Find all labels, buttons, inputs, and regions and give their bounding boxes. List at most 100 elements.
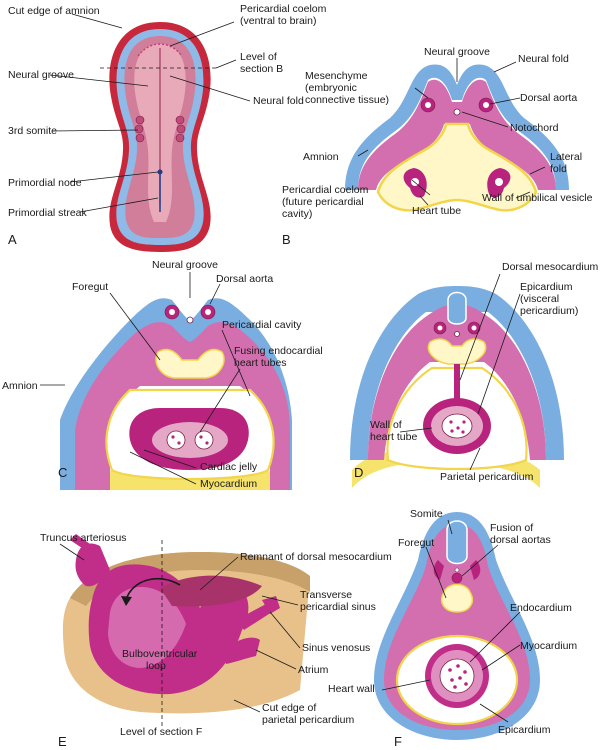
panel-d: Dorsal mesocardium Epicardium (visceral … (350, 261, 599, 488)
b-dorsal-aorta-lumen-right (483, 102, 489, 108)
label-visceral: (visceral (520, 293, 559, 305)
label-neural-groove-c: Neural groove (152, 259, 218, 271)
f-somites (433, 560, 481, 580)
d-heart-lumen (441, 413, 473, 439)
label-atrium: Atrium (298, 664, 329, 676)
panel-letter-d: D (354, 465, 363, 480)
label-endocardium: Endocardium (510, 602, 572, 614)
e-sinus-venosus (236, 604, 272, 630)
label-cavity: cavity) (282, 208, 312, 220)
label-neural-fold-a: Neural fold (253, 95, 304, 107)
label-pericardial-coelom: Pericardial coelom (240, 3, 327, 15)
f-notochord (454, 567, 460, 573)
e-loop-arrow (125, 577, 181, 601)
c-dorsal-aorta-lumen-left (169, 309, 175, 315)
label-loop: loop (146, 660, 166, 672)
d-dorsal-aorta-lumen-left (437, 325, 443, 331)
label-heart-wall: Heart wall (328, 683, 375, 695)
d-dorsal-aorta-lumen-right (471, 325, 477, 331)
label-bulboventricular: Bulboventricular (122, 648, 198, 660)
d-notochord (454, 331, 460, 337)
label-fold: fold (550, 163, 567, 175)
d-foregut (427, 338, 487, 365)
label-amnion-c: Amnion (2, 380, 38, 392)
f-endocardium (439, 658, 475, 694)
label-primordial-node: Primordial node (8, 177, 82, 189)
panel-f: Somite Foregut Fusion of dorsal aortas E… (328, 508, 577, 749)
label-ventral-to-brain: (ventral to brain) (240, 15, 316, 27)
f-neural-tube (446, 520, 468, 565)
label-level-of: Level of (240, 51, 277, 63)
b-heart-lumen-right (495, 178, 503, 186)
d-ectoderm (350, 286, 564, 460)
pericardial-coelom-arc (137, 43, 183, 57)
d-blood-cells (449, 420, 466, 434)
label-lateral: Lateral (550, 151, 582, 163)
label-dorsal-aorta-b: Dorsal aorta (520, 92, 577, 104)
label-pericardial-coelom-b: Pericardial coelom (282, 184, 369, 196)
f-fused-dorsal-aorta (451, 572, 463, 584)
label-neural-groove-b: Neural groove (424, 46, 490, 58)
label-foregut-c: Foregut (72, 281, 108, 293)
label-remnant-dorsal-mesocardium: Remnant of dorsal mesocardium (240, 551, 392, 563)
panel-c: Neural groove Dorsal aorta Foregut Peric… (2, 259, 323, 490)
label-parietal-pericardium: Parietal pericardium (440, 471, 534, 483)
e-remnant-mesocardium (160, 575, 262, 607)
label-cut-edge-of-amnion: Cut edge of amnion (8, 5, 100, 17)
label-connective-tissue: connective tissue) (305, 94, 389, 106)
label-heart-tube-d: heart tube (370, 431, 417, 443)
label-umbilical-vesicle: Wall of umbilical vesicle (482, 192, 593, 204)
c-blood-cells (171, 435, 209, 445)
label-mesenchyme: Mesenchyme (305, 70, 368, 82)
d-dorsal-mesocardium (454, 364, 460, 400)
label-embryonic: (embryonic (305, 82, 357, 94)
label-dorsal-aorta-c: Dorsal aorta (216, 273, 273, 285)
panel-e: Truncus arteriosus Remnant of dorsal mes… (40, 532, 392, 749)
panel-letter-e: E (58, 734, 67, 749)
label-neural-groove-a: Neural groove (8, 69, 74, 81)
label-fusing-endocardial: Fusing endocardial (234, 345, 323, 357)
label-pericardial-cavity: Pericardial cavity (222, 319, 302, 331)
c-endocardial-tubes (166, 430, 214, 450)
label-truncus-arteriosus: Truncus arteriosus (40, 532, 127, 544)
panel-letter-b: B (282, 232, 291, 247)
panel-letter-a: A (8, 232, 17, 247)
label-foregut-f: Foregut (398, 537, 434, 549)
f-foregut (440, 583, 474, 613)
panel-letter-c: C (58, 465, 67, 480)
c-cardiac-jelly (152, 422, 228, 458)
e-truncus-arteriosus (75, 543, 110, 587)
label-neural-fold-b: Neural fold (518, 53, 569, 65)
c-dorsal-aorta-lumen-right (205, 309, 211, 315)
label-myocardium-c: Myocardium (200, 478, 257, 490)
b-ectoderm (345, 64, 569, 190)
label-sinus-venosus: Sinus venosus (302, 642, 370, 654)
label-notochord: Notochord (510, 122, 559, 134)
label-myocardium-f: Myocardium (520, 640, 577, 652)
label-primordial-streak: Primordial streak (8, 207, 88, 219)
label-third-somite: 3rd somite (8, 125, 57, 137)
d-mesoderm (368, 304, 546, 460)
e-atrium (222, 637, 260, 664)
b-notochord (453, 108, 461, 116)
label-heart-tube-b: Heart tube (412, 205, 461, 217)
label-fusion-of: Fusion of (490, 522, 533, 534)
label-pericardium-paren: pericardium) (520, 305, 578, 317)
e-sinus-venosus-end (262, 596, 280, 614)
b-dorsal-aorta-lumen-left (425, 102, 431, 108)
somites-right (175, 115, 186, 143)
label-dorsal-mesocardium: Dorsal mesocardium (502, 261, 599, 273)
label-somite: Somite (410, 508, 443, 520)
label-epicardium-d: Epicardium (520, 281, 573, 293)
f-blood-cells (448, 664, 468, 689)
e-loop-arrowhead (121, 596, 132, 606)
label-level-of-section-f: Level of section F (120, 726, 202, 738)
label-wall-of: Wall of (370, 419, 402, 431)
e-loop-highlight (108, 587, 186, 668)
label-cut-edge-of: Cut edge of (262, 702, 316, 714)
label-future-pericardial: (future pericardial (282, 196, 364, 208)
panel-letter-f: F (394, 734, 402, 749)
e-truncus-branch (70, 534, 90, 548)
c-foregut (155, 348, 225, 379)
